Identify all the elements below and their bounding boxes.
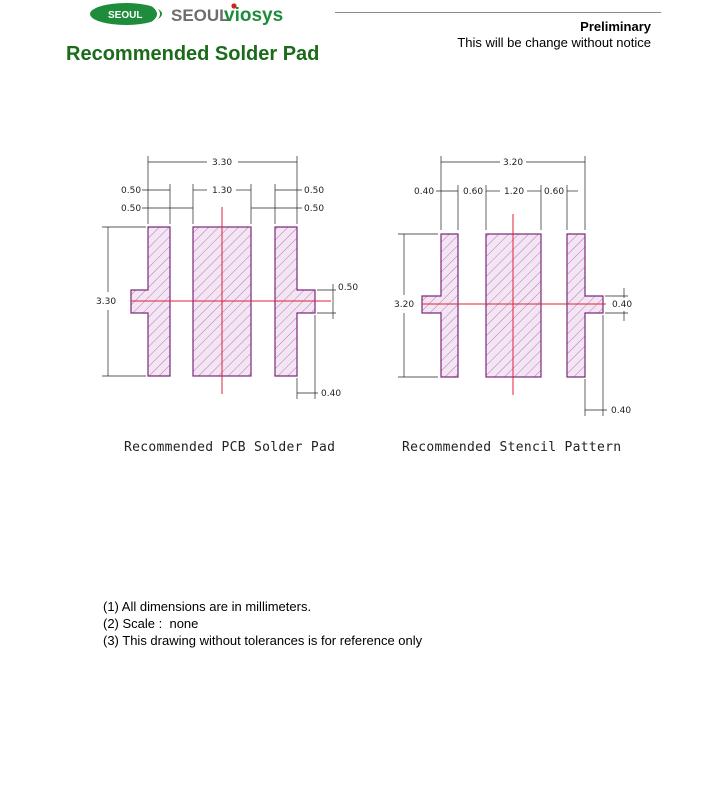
pcb-dim-center-pad: 1.30 <box>212 186 232 196</box>
stencil-dim-center-pad: 1.20 <box>504 187 524 197</box>
stencil-right-pad <box>566 233 604 378</box>
stencil-caption: Recommended Stencil Pattern <box>402 440 621 455</box>
logo-oval <box>90 3 162 25</box>
stencil-dim-height: 3.20 <box>394 300 414 310</box>
note-item: (2) Scale : none <box>103 616 199 631</box>
logo-red-dot <box>231 3 237 9</box>
solder-pad-drawing: 3.30 0.50 0.50 1.30 0.50 0.50 3.30 0.50 … <box>96 156 632 455</box>
logo-wordmark-suffix: viosys <box>224 5 283 26</box>
pcb-dim-left-gap: 0.50 <box>121 204 141 214</box>
note-item: (3) This drawing without tolerances is f… <box>103 633 423 648</box>
pcb-dim-left-pad-top: 0.50 <box>121 186 141 196</box>
pcb-dim-overall-width: 3.30 <box>212 158 232 168</box>
stencil-dim-tab-width: 0.40 <box>611 406 631 416</box>
change-notice: This will be change without notice <box>457 35 651 50</box>
stencil-dim-left-gap: 0.60 <box>463 187 483 197</box>
note-item: (1) All dimensions are in millimeters. <box>103 599 312 614</box>
logo-wordmark-prefix: SEOUL <box>171 6 230 25</box>
stencil-dim-right-gap: 0.60 <box>544 187 564 197</box>
stencil-dim-left-pad: 0.40 <box>414 187 434 197</box>
status-label: Preliminary <box>580 19 651 34</box>
stencil-left-pad <box>421 233 459 378</box>
stencil-group: 3.20 0.40 0.60 1.20 0.60 3.20 0.40 0.40 … <box>394 156 632 455</box>
stencil-dim-overall-width: 3.20 <box>503 158 523 168</box>
pcb-dim-height: 3.30 <box>96 297 116 307</box>
pcb-dim-tab-height: 0.50 <box>338 283 358 293</box>
logo-oval-text: SEOUL <box>108 10 142 21</box>
pcb-pad-group: 3.30 0.50 0.50 1.30 0.50 0.50 3.30 0.50 … <box>96 156 358 455</box>
pcb-caption: Recommended PCB Solder Pad <box>124 440 335 455</box>
stencil-dim-tab-height: 0.40 <box>612 300 632 310</box>
page-title: Recommended Solder Pad <box>66 43 320 65</box>
pcb-dim-right-pad-top: 0.50 <box>304 186 324 196</box>
company-logo: SEOUL SEOUL viosys <box>90 3 283 26</box>
pcb-dim-tab-width: 0.40 <box>321 389 341 399</box>
header-rule <box>335 12 661 13</box>
pcb-dim-right-gap: 0.50 <box>304 204 324 214</box>
notes-list: (1) All dimensions are in millimeters. (… <box>103 598 422 649</box>
